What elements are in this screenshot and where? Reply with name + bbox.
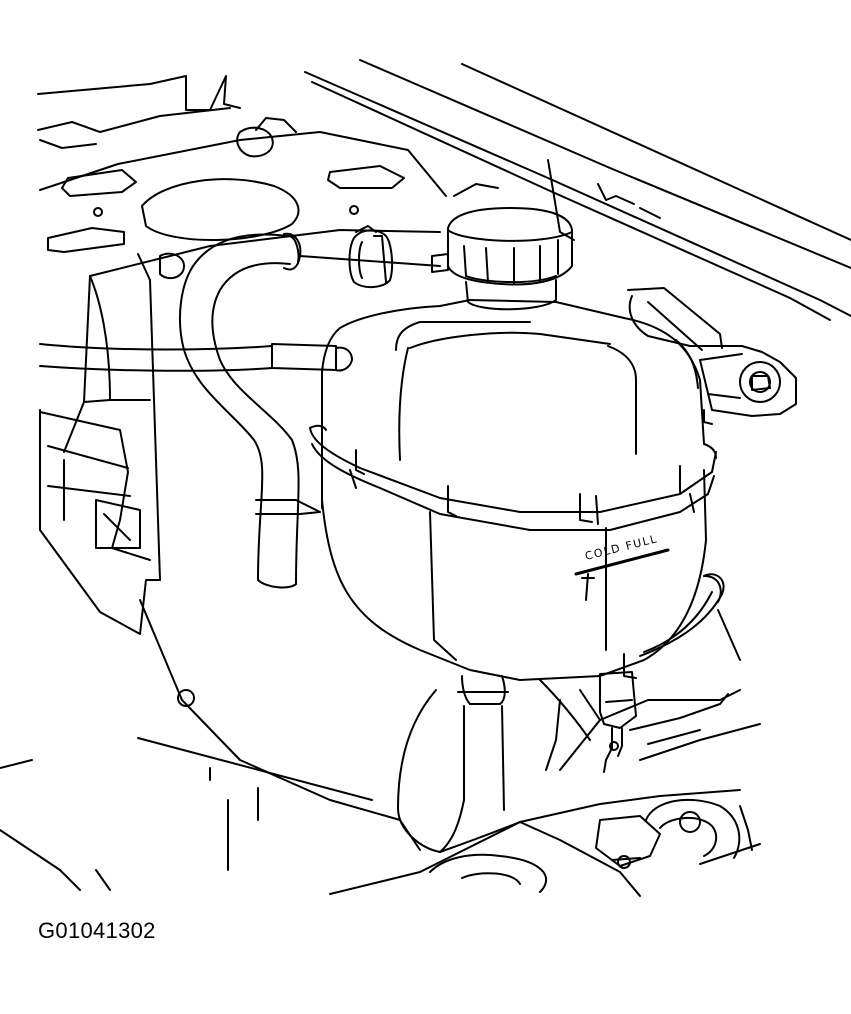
figure-id-label: G01041302 bbox=[38, 918, 156, 943]
level-markings: COLD FULL bbox=[576, 532, 668, 600]
level-marking-text: COLD FULL bbox=[584, 532, 660, 563]
mount-hole bbox=[94, 208, 102, 216]
stud-boss bbox=[237, 128, 273, 157]
strut-tower bbox=[38, 76, 498, 278]
vent-nipple bbox=[432, 254, 448, 272]
bracket-bolt bbox=[740, 362, 780, 402]
wheelhouse-body bbox=[0, 230, 440, 890]
level-sensor[interactable] bbox=[600, 654, 636, 772]
mount-slot-left bbox=[62, 170, 136, 196]
overflow-tube bbox=[40, 344, 352, 371]
lower-frame bbox=[330, 690, 760, 896]
body-hole bbox=[178, 690, 194, 706]
coolant-reservoir-illustration: COLD FULL bbox=[0, 0, 851, 910]
mount-slot-lower bbox=[48, 228, 124, 252]
reservoir-bracket bbox=[628, 288, 796, 424]
mount-hole bbox=[350, 206, 358, 214]
pressure-cap[interactable] bbox=[432, 208, 572, 309]
coolant-hose[interactable] bbox=[180, 234, 320, 588]
mount-slot-right bbox=[328, 166, 404, 188]
bracket-tab bbox=[96, 500, 140, 548]
hood-panel bbox=[305, 60, 851, 320]
bolt-head bbox=[680, 812, 700, 832]
coolant-reservoir[interactable] bbox=[310, 300, 716, 680]
engine-detail bbox=[540, 680, 728, 770]
hose-clamp[interactable] bbox=[300, 226, 440, 287]
outlet-hose-right[interactable] bbox=[640, 574, 740, 660]
outlet-hose-lower[interactable] bbox=[398, 676, 520, 852]
